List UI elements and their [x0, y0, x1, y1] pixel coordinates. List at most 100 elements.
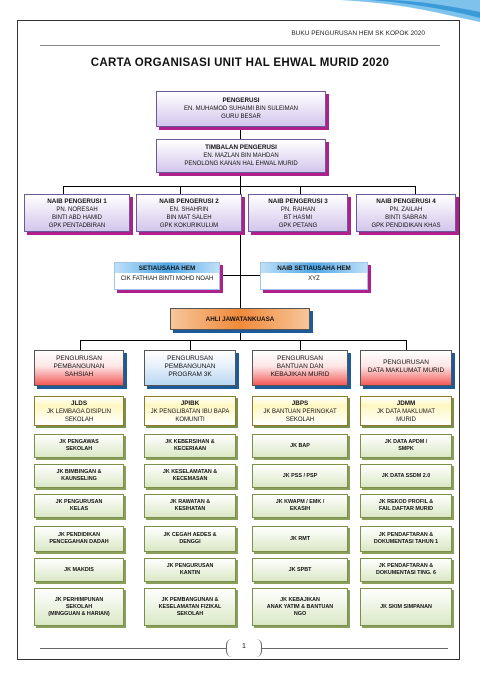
- sub-committee-line: JK RAWATAN &: [169, 499, 211, 505]
- sub-committee-box: JK KWAPM / EMK /EKASIH: [252, 494, 348, 518]
- sub-committee-box: JK RMT: [252, 526, 348, 552]
- connector: [220, 275, 260, 276]
- sub-committee-line: JK PSS / PSP: [282, 472, 318, 479]
- sub-committee-line: JK KEBERSIHAN &: [165, 439, 215, 445]
- setiausaha-title: SETIAUSAHA HEM: [138, 265, 196, 272]
- sub-committee-box: JK PENDAFTARAN &DOKUMENTASI TING. 6: [360, 558, 452, 582]
- sub-committee-line: FAIL DAFTAR MURID: [379, 506, 433, 512]
- header-wave-decoration: [340, 0, 480, 22]
- sub-committee-line: JK REKOD PROFIL &: [378, 499, 434, 505]
- naib-pengerusi-4-box: NAIB PENGERUSI 4 PN. ZAILAH BINTI SABRAN…: [356, 194, 456, 232]
- category-line: BANTUAN DAN: [276, 363, 324, 370]
- page-title: CARTA ORGANISASI UNIT HAL EHWAL MURID 20…: [90, 57, 390, 69]
- naib-name-2: BT HASMI: [283, 215, 313, 221]
- sub-committee-line: JK PENDAFTARAN &: [378, 532, 434, 538]
- sub-committee-line: JK PERHIMPUNAN: [54, 596, 104, 603]
- connector: [63, 186, 64, 194]
- committee-code: JBPS: [291, 400, 309, 407]
- sub-committee-line: JK BAP: [290, 442, 310, 449]
- sub-committee-line: JK SPBT: [288, 566, 312, 573]
- committee-line: KOMUNITI: [175, 417, 205, 423]
- pengerusi-role: GURU BESAR: [221, 114, 261, 120]
- ahli-jawatankuasa-box: AHLI JAWATANKUASA: [170, 308, 310, 330]
- sub-committee-line: JK PENDAFTARAN &: [378, 563, 434, 569]
- committee-jpibk-box: JPIBK JK PENGLIBATAN IBU BAPA KOMUNITI: [144, 396, 236, 426]
- sub-committee-line: JK PENGURUSAN: [55, 499, 103, 505]
- naib-title: NAIB PENGERUSI 3: [268, 198, 328, 205]
- sub-committee-line: JK CEGAH AEDES &: [163, 532, 217, 538]
- sub-committee-line: (MINGGUAN & HARIAN): [48, 610, 110, 617]
- category-line: DATA MAKLUMAT MURID: [367, 367, 445, 374]
- sub-committee-line: PENCEGAHAN DADAH: [49, 539, 109, 545]
- sub-committee-box: JK MAKDIS: [34, 558, 124, 582]
- naib-name: PN. NORESAH: [56, 207, 98, 213]
- naib-role: GPK PETANG: [278, 223, 318, 229]
- timbalan-title: TIMBALAN PENGERUSI: [205, 144, 277, 151]
- sub-committee-line: JK SKIM SIMPANAN: [380, 603, 432, 610]
- sub-committee-line: KANTIN: [179, 570, 201, 576]
- category-program-3k-box: PENGURUSAN PEMBANGUNAN PROGRAM 3K: [144, 350, 236, 386]
- sub-committee-line: JK KESELAMATAN &: [162, 469, 218, 475]
- sub-committee-line: JK RMT: [289, 535, 311, 542]
- connector: [190, 340, 191, 350]
- category-data-box: PENGURUSAN DATA MAKLUMAT MURID: [360, 350, 452, 386]
- committee-line: SEKOLAH: [64, 417, 94, 423]
- sub-committee-line: SEKOLAH: [65, 446, 93, 452]
- naib-title: NAIB PENGERUSI 4: [376, 198, 436, 205]
- committee-code: JLDS: [70, 400, 88, 407]
- footer-line-right: [262, 648, 448, 649]
- category-bantuan-box: PENGURUSAN BANTUAN DAN KEBAJIKAN MURID: [252, 350, 348, 386]
- setiausaha-box: SETIAUSAHA HEM CIK FATHIAH BINTI MOHD NO…: [114, 262, 220, 290]
- sub-committee-line: KAUNSELING: [61, 476, 97, 482]
- sub-committee-line: NGO: [293, 610, 307, 617]
- sub-committee-line: JK DATA SSDM 2.0: [381, 472, 431, 479]
- ajk-title: AHLI JAWATANKUASA: [205, 316, 275, 323]
- sub-committee-line: JK PENGURUSAN: [166, 563, 214, 569]
- sub-committee-line: ANAK YATIM & BANTUAN: [266, 603, 334, 610]
- connector: [240, 230, 241, 308]
- sub-committee-line: KECERIAAN: [173, 446, 207, 452]
- category-line: PENGURUSAN: [383, 359, 429, 366]
- connector: [415, 186, 416, 194]
- sub-committee-box: JK SKIM SIMPANAN: [360, 588, 452, 626]
- header-divider: [40, 45, 440, 46]
- connector: [406, 340, 407, 350]
- connector: [80, 340, 81, 350]
- naib-role: GPK KOKURIKULUM: [159, 223, 219, 229]
- category-line: PROGRAM 3K: [168, 371, 212, 378]
- timbalan-role: PENOLONG KANAN HAL EHWAL MURID: [184, 161, 298, 167]
- sub-committee-line: KESELAMATAN FIZIKAL: [158, 603, 222, 610]
- committee-line: SEKOLAH: [285, 417, 315, 423]
- sub-committee-box: JK CEGAH AEDES &DENGGI: [144, 526, 236, 552]
- sub-committee-line: JK BIMBINGAN &: [56, 469, 102, 475]
- committee-line: JK LEMBAGA DISIPLIN: [46, 409, 112, 415]
- committee-line: MURID: [396, 417, 416, 423]
- sub-committee-box: JK DATA APDM /SMPK: [360, 434, 452, 458]
- sub-committee-line: JK PENDIDIKAN: [58, 532, 100, 538]
- naib-role: GPK PENTADBIRAN: [48, 223, 106, 229]
- sub-committee-line: JK PEMBANGUNAN &: [161, 596, 219, 603]
- connector: [240, 127, 241, 139]
- connector: [180, 186, 181, 194]
- sub-committee-box: JK BIMBINGAN &KAUNSELING: [34, 464, 124, 488]
- sub-committee-line: KELAS: [69, 506, 89, 512]
- sub-committee-line: SMPK: [398, 446, 414, 452]
- naib-role: GPK PENDIDIKAN KHAS: [371, 223, 441, 229]
- sub-committee-line: DOKUMENTASI TING. 6: [375, 570, 437, 576]
- naib-name: PN. RAIHAN: [280, 207, 316, 213]
- naib-name: PN. ZAILAH: [389, 207, 423, 213]
- connector: [63, 186, 415, 187]
- sub-committee-line: JK KEBAJIKAN: [280, 596, 320, 603]
- committee-jbps-box: JBPS JK BANTUAN PERINGKAT SEKOLAH: [252, 396, 348, 426]
- sub-committee-box: JK REKOD PROFIL &FAIL DAFTAR MURID: [360, 494, 452, 518]
- category-sahsiah-box: PENGURUSAN PEMBANGUNAN SAHSIAH: [34, 350, 124, 386]
- naib-name-2: BIN MAT SALEH: [166, 215, 212, 221]
- sub-committee-box: JK PSS / PSP: [252, 464, 348, 488]
- naib-title: NAIB PENGERUSI 2: [159, 198, 219, 205]
- pengerusi-box: PENGERUSI EN. MUHAMOD SUHAIMI BIN SULEIM…: [156, 91, 326, 127]
- naib-pengerusi-1-box: NAIB PENGERUSI 1 PN. NORESAH BINTI ABD H…: [24, 194, 130, 232]
